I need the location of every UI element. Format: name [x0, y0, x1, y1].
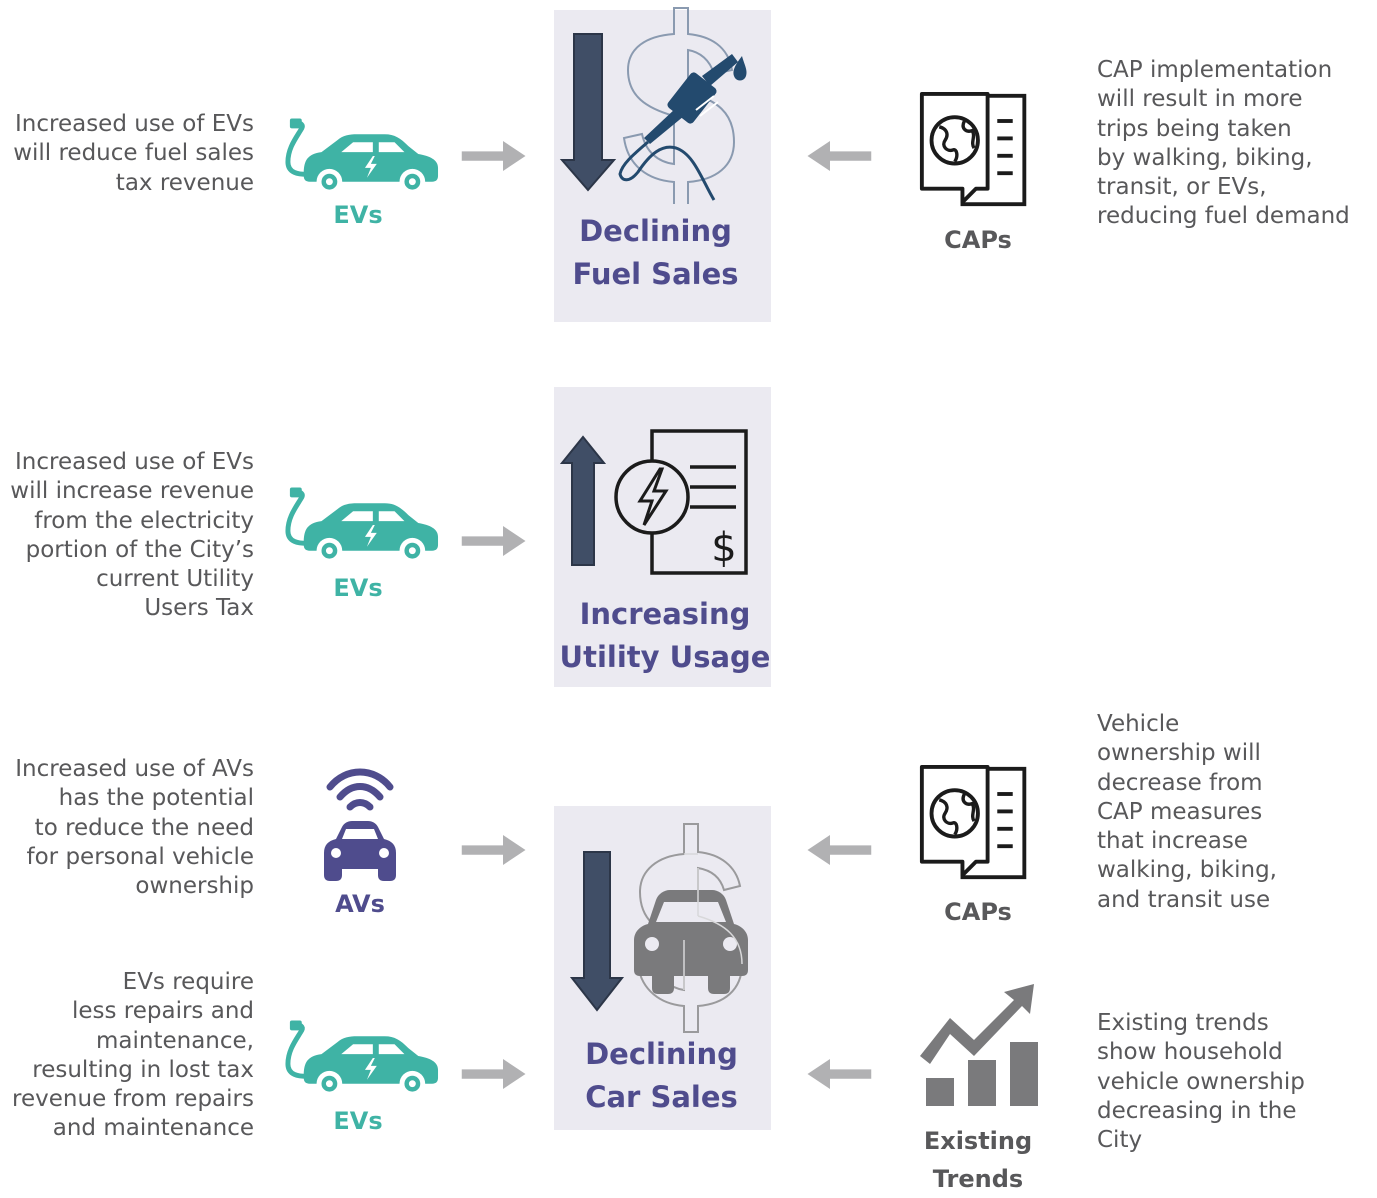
right-arrow-icon [458, 1055, 533, 1093]
row1-ev-label: EVs [333, 201, 383, 229]
ev-car-icon [282, 487, 440, 567]
row2-left-text: Increased use of EVs will increase reven… [10, 449, 254, 622]
svg-text:$: $ [711, 525, 736, 571]
document-globe-icon [918, 92, 1034, 208]
row3-right-top-text: Vehicle ownership will decrease from CAP… [1097, 711, 1277, 913]
utility-bill-icon: $ [612, 427, 752, 577]
row3-trends-label: Existing Trends [923, 1127, 1033, 1193]
document-globe-icon [918, 765, 1034, 881]
left-arrow-icon [800, 137, 875, 175]
row3-left-top-text: Increased use of AVs has the potential t… [15, 756, 254, 900]
fuel-pump-dollar-icon [610, 4, 760, 204]
row1-caps-label: CAPs [944, 226, 1012, 254]
right-arrow-icon [458, 831, 533, 869]
ev-car-icon [282, 118, 440, 198]
row3-caps-label: CAPs [944, 898, 1012, 926]
row3-ev-label: EVs [333, 1107, 383, 1135]
up-arrow-icon [558, 435, 608, 567]
left-arrow-icon [800, 1055, 875, 1093]
down-arrow-icon [558, 32, 618, 192]
car-sales-title: Declining Car Sales [585, 1037, 738, 1114]
row1-left-text: Increased use of EVs will reduce fuel sa… [13, 111, 254, 196]
row2-ev-label: EVs [333, 574, 383, 602]
car-sales-box: Declining Car Sales [554, 806, 771, 1130]
right-arrow-icon [458, 522, 533, 560]
row1-right-text: CAP implementation will result in more t… [1097, 57, 1350, 230]
row3-left-bottom-text: EVs require less repairs and maintenance… [12, 969, 254, 1142]
autonomous-car-icon [322, 765, 398, 885]
right-arrow-icon [458, 137, 533, 175]
trend-chart-icon [914, 980, 1042, 1110]
row3-right-bottom-text: Existing trends show household vehicle o… [1097, 1010, 1305, 1154]
car-dollar-icon [626, 820, 756, 1036]
left-arrow-icon [800, 831, 875, 869]
utility-usage-title: Increasing Utility Usage [559, 597, 771, 674]
fuel-sales-box: Declining Fuel Sales [554, 7, 771, 322]
ev-car-icon [282, 1020, 440, 1100]
fuel-sales-title: Declining Fuel Sales [572, 214, 739, 291]
utility-usage-box: $ Increasing Utility Usage [554, 387, 771, 687]
row3-av-label: AVs [335, 890, 385, 918]
down-arrow-icon [568, 850, 626, 1012]
